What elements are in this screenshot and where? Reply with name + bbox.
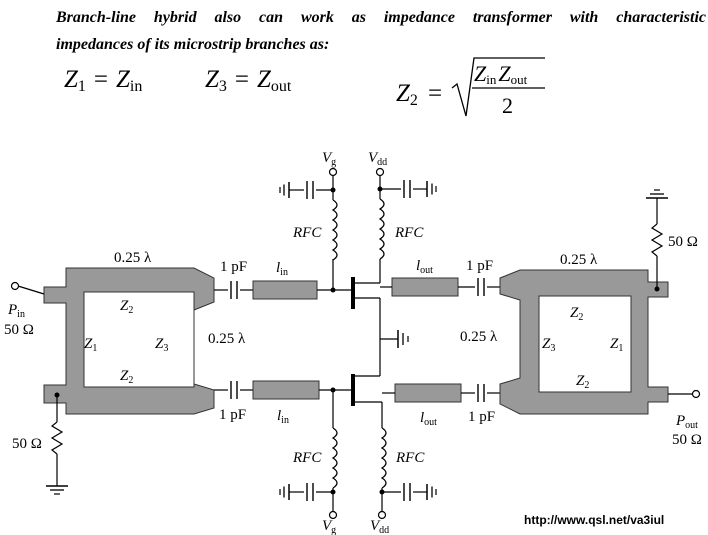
left-quarter-wave-side: 0.25 λ bbox=[208, 331, 246, 347]
bottom-lout-label: lout bbox=[420, 410, 437, 428]
equation-z3: Z3=Zout bbox=[205, 66, 292, 95]
pout-label: Pout bbox=[675, 413, 698, 431]
right-quarter-wave-side: 0.25 λ bbox=[460, 329, 498, 345]
heading-line-1: Branch-line hybrid also can work as impe… bbox=[56, 9, 706, 26]
top-amplifier: 1 pF lin lout 1 pF RFC Vg bbox=[214, 150, 500, 309]
right-z1-label: Z1 bbox=[610, 336, 623, 354]
source-url[interactable]: http://www.qsl.net/va3iul bbox=[524, 513, 665, 527]
left-z2-top-label: Z2 bbox=[120, 298, 133, 316]
bottom-vg-label: Vg bbox=[322, 518, 336, 535]
left-z3-label: Z3 bbox=[155, 336, 168, 354]
top-output-cap-label: 1 pF bbox=[466, 258, 493, 274]
top-gate-rfc-label: RFC bbox=[292, 225, 322, 241]
right-quarter-wave-top: 0.25 λ bbox=[560, 252, 598, 268]
svg-text:2: 2 bbox=[502, 93, 513, 118]
top-vdd-label: Vdd bbox=[368, 150, 387, 168]
left-resistor bbox=[50, 421, 64, 455]
bottom-output-cap-label: 1 pF bbox=[468, 409, 495, 425]
top-drain-rfc-label: RFC bbox=[394, 225, 424, 241]
bottom-gate-rfc-label: RFC bbox=[292, 450, 322, 466]
bottom-lin-line bbox=[252, 380, 320, 400]
top-lin-label: lin bbox=[276, 260, 288, 278]
top-lout-label: lout bbox=[416, 258, 433, 276]
equation-z1: Z1=Zin bbox=[64, 66, 143, 95]
top-lin-line bbox=[252, 280, 318, 300]
pin-impedance: 50 Ω bbox=[4, 322, 34, 338]
bottom-amplifier: 1 pF lin lout 1 pF RFC Vg bbox=[214, 374, 500, 535]
svg-text:Z2: Z2 bbox=[396, 80, 418, 109]
right-resistor bbox=[650, 223, 664, 257]
top-input-cap-label: 1 pF bbox=[220, 259, 247, 275]
left-z1-label: Z1 bbox=[84, 336, 97, 354]
top-lout-line bbox=[391, 277, 459, 297]
bottom-lout-line bbox=[394, 383, 462, 403]
svg-text:ZinZout: ZinZout bbox=[474, 61, 528, 87]
equation-z2: Z2 = ZinZout 2 bbox=[396, 57, 545, 118]
left-z2-bottom-label: Z2 bbox=[120, 368, 133, 386]
pin-label: Pin bbox=[7, 302, 25, 320]
left-quarter-wave-top: 0.25 λ bbox=[114, 250, 152, 266]
right-z2-top-label: Z2 bbox=[570, 305, 583, 323]
pout-impedance: 50 Ω bbox=[672, 432, 702, 448]
bottom-input-cap-label: 1 pF bbox=[219, 407, 246, 423]
bottom-vdd-label: Vdd bbox=[370, 518, 389, 535]
right-z2-bottom-label: Z2 bbox=[576, 373, 589, 391]
svg-text:=: = bbox=[428, 80, 442, 107]
left-resistor-label: 50 Ω bbox=[12, 436, 42, 452]
right-z3-label: Z3 bbox=[542, 336, 555, 354]
top-vg-label: Vg bbox=[322, 150, 336, 168]
right-hybrid: Z2 Z3 Z1 Z2 0.25 λ 0.25 λ bbox=[460, 252, 669, 415]
right-resistor-label: 50 Ω bbox=[668, 234, 698, 250]
bottom-drain-rfc-label: RFC bbox=[395, 450, 425, 466]
bottom-lin-label: lin bbox=[277, 408, 289, 426]
heading: Branch-line hybrid also can work as impe… bbox=[56, 4, 706, 58]
left-hybrid: Z1 Z3 Z2 Z2 0.25 λ 0.25 λ bbox=[43, 250, 246, 415]
heading-line-2: impedances of its microstrip branches as… bbox=[56, 36, 330, 53]
